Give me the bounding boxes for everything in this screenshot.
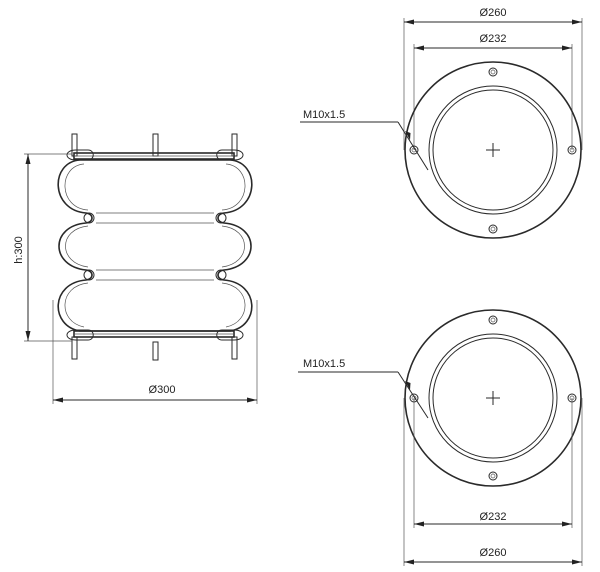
top-plate-view: Ø260 Ø232 [300,7,583,239]
bottom-plate-inner-ring [432,337,554,459]
top-bead-plate [66,149,244,161]
top-thread-label: M10x1.5 [303,109,345,121]
top-bolt-circle-label: Ø232 [480,33,507,45]
side-view: h:300 Ø300 [13,133,258,404]
bottom-plate-inner-ring-outer [428,333,558,463]
bottom-plate-outer-rim [404,309,582,487]
bottom-bead-plate [66,329,244,341]
bottom-thread-callout: M10x1.5 [298,358,429,419]
diameter-label: Ø300 [149,384,176,396]
top-plate-inner-ring [432,89,554,211]
bottom-thread-label: M10x1.5 [303,358,345,370]
bottom-plate-view: M10x1.5 Ø232 Ø260 [298,309,583,566]
top-plate-outer-rim [404,61,582,239]
bottom-bolt-circle-dimension: Ø232 [413,398,573,528]
top-outer-diameter-dimension: Ø260 [403,7,583,150]
top-plate-bolt-holes [409,67,577,234]
bottom-bolt-circle-label: Ø232 [480,511,507,523]
top-thread-callout: M10x1.5 [300,109,429,171]
top-plate-center-mark [486,143,500,157]
bottom-plate-center-mark [486,391,500,405]
top-plate-inner-ring-outer [428,85,558,215]
height-label: h:300 [13,236,25,264]
diameter-dimension: Ø300 [52,300,258,404]
top-outer-diameter-label: Ø260 [480,7,507,19]
bottom-outer-diameter-dimension: Ø260 [403,398,583,566]
bottom-outer-diameter-label: Ø260 [480,547,507,559]
top-bolt-circle-dimension: Ø232 [413,33,573,150]
height-dimension: h:300 [13,153,72,342]
bottom-studs [71,336,238,361]
bellows-body [57,159,253,332]
